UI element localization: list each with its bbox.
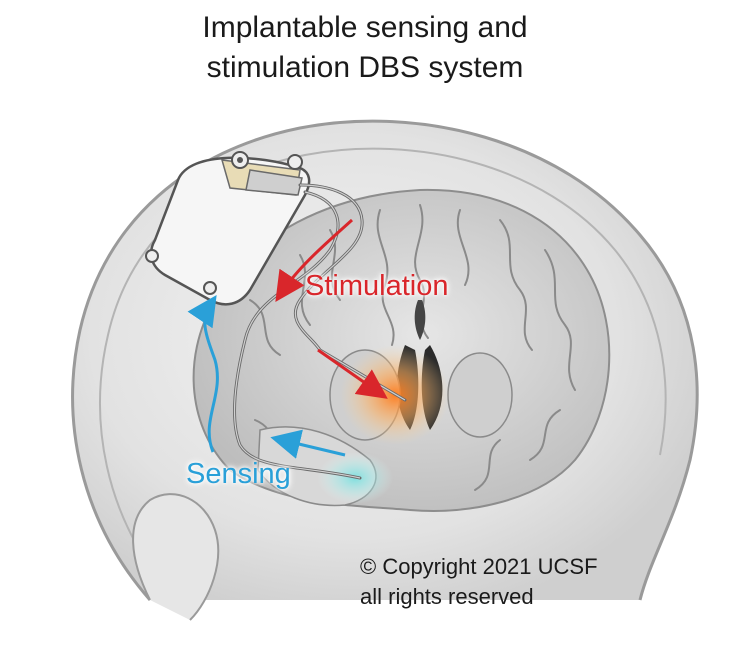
title-line-1: Implantable sensing and xyxy=(202,11,528,44)
stimulation-label: Stimulation xyxy=(305,270,449,302)
copyright-line-1: © Copyright 2021 UCSF xyxy=(360,554,598,579)
copyright-notice: © Copyright 2021 UCSF all rights reserve… xyxy=(360,552,598,612)
implanted-stimulator-icon xyxy=(145,151,311,306)
sensing-arrow-icon xyxy=(187,295,346,459)
copyright-line-2: all rights reserved xyxy=(360,584,534,609)
sensing-label: Sensing xyxy=(186,458,291,490)
stimulation-arrow-icon xyxy=(275,218,388,399)
title-line-2: stimulation DBS system xyxy=(206,51,524,84)
diagram-title: Implantable sensing and stimulation DBS … xyxy=(0,8,730,88)
